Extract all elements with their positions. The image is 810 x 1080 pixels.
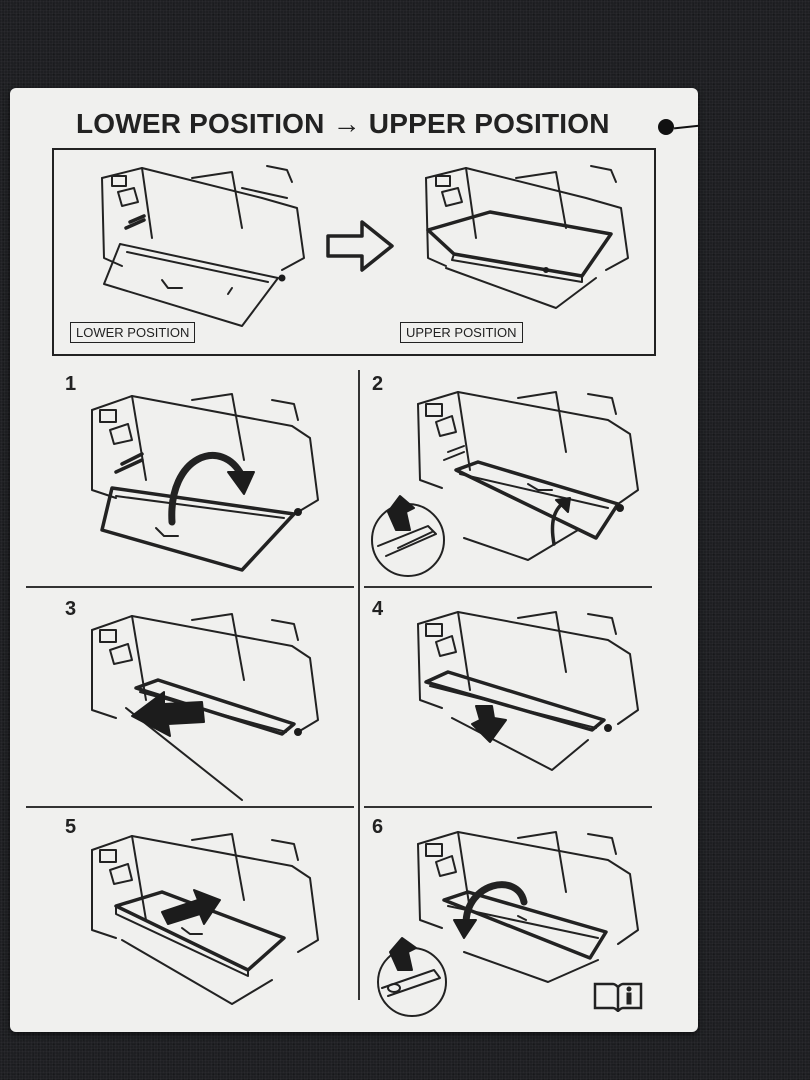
upper-position-illustration — [425, 165, 629, 309]
step-number-1: 1 — [65, 373, 77, 395]
step-number-2: 2 — [372, 373, 384, 395]
grid-divider-row1-left — [26, 586, 354, 588]
title-arrow: → — [332, 108, 361, 139]
step-5-illustration — [91, 833, 319, 1005]
grid-divider-row2-left — [26, 806, 354, 808]
title-left: LOWER POSITION — [76, 108, 325, 139]
lower-position-illustration — [101, 165, 305, 327]
step-number-3: 3 — [65, 598, 77, 620]
comparison-panel: LOWER POSITION UPPER POSITION — [52, 148, 656, 356]
step-number-5: 5 — [65, 816, 77, 838]
step-number-4: 4 — [372, 598, 384, 620]
step-3-illustration — [91, 613, 319, 801]
hanger-string — [673, 124, 701, 130]
upper-position-label: UPPER POSITION — [400, 322, 523, 343]
info-book-icon — [593, 980, 643, 1013]
grid-divider-row1-right — [364, 586, 652, 588]
instruction-card: LOWER POSITION→UPPER POSITION — [10, 88, 701, 1032]
hanger-hole — [658, 119, 674, 135]
step-6-illustration — [377, 831, 639, 1017]
grid-divider-vertical — [358, 370, 360, 1000]
step-1-illustration — [91, 393, 319, 572]
grid-divider-row2-right — [364, 806, 652, 808]
state-arrow-icon — [326, 220, 394, 272]
card-title: LOWER POSITION→UPPER POSITION — [76, 108, 656, 140]
step-number-6: 6 — [372, 816, 384, 838]
title-right: UPPER POSITION — [368, 108, 610, 139]
step-2-illustration — [371, 391, 639, 577]
step-4-illustration — [417, 611, 639, 771]
lower-position-label: LOWER POSITION — [70, 322, 196, 343]
